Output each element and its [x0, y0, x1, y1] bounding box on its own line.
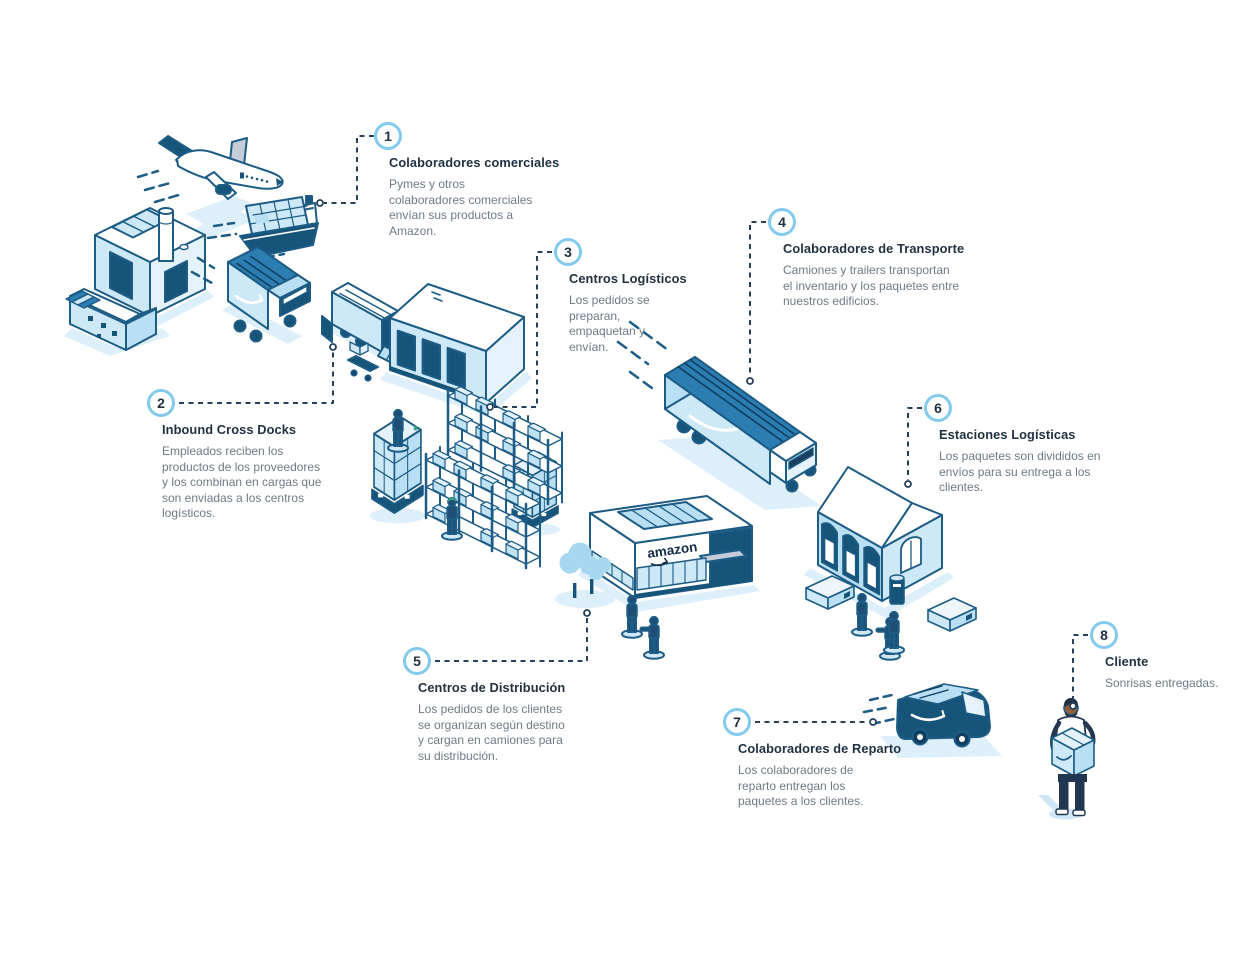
truck-speed-lines [190, 256, 216, 285]
step-2-description: Empleados reciben los productos de los p… [162, 444, 322, 520]
linehaul-truck-illustration [190, 246, 311, 344]
trees-illustration [555, 542, 615, 608]
step-8-title: Cliente [1105, 654, 1149, 669]
connector-2 [179, 351, 334, 404]
plane-windows [240, 172, 269, 183]
step-7-description: Los colaboradores de reparto entregan lo… [738, 763, 864, 808]
step-6-description: Los paquetes son divididos en envíos par… [939, 449, 1101, 494]
transport-speed-lines [616, 320, 670, 393]
step-3-number-badge: 3 [554, 238, 582, 266]
connector-1 [324, 135, 374, 204]
step-connectors [179, 135, 1088, 723]
step-4-description: Camiones y trailers transportan el inven… [783, 263, 960, 308]
amazon-logo: amazon [646, 539, 698, 567]
cross-dock-warehouse-illustration [380, 283, 532, 416]
connector-5 [435, 617, 588, 662]
step-1-description: Pymes y otros colaboradores comerciales … [389, 177, 533, 238]
step-5-number-badge: 5 [403, 647, 431, 675]
shelving-racks-illustration [387, 383, 562, 568]
step-6-title: Estaciones Logísticas [939, 427, 1076, 442]
connector-4 [749, 221, 766, 377]
delivery-van-illustration [862, 610, 1002, 758]
step-6-number-badge: 6 [924, 394, 952, 422]
cargo-ship-illustration [206, 195, 319, 262]
pedestrian-pointing [639, 615, 665, 660]
step-7-number-badge: 7 [723, 708, 751, 736]
mailbox [889, 574, 905, 605]
step-5-title: Centros de Distribución [418, 680, 566, 695]
luggage-cart [347, 341, 379, 382]
delivery-station-illustration [804, 466, 954, 618]
step-7-title: Colaboradores de Reparto [738, 741, 902, 756]
connector-endpoints [316, 199, 1077, 726]
shed-windows [88, 316, 117, 338]
step-2-number-badge: 2 [147, 389, 175, 417]
amazon-logo-text: amazon [646, 539, 698, 561]
step-5-description: Los pedidos de los clientes se organizan… [418, 702, 565, 763]
transport-truck-illustration [616, 320, 822, 510]
connector-8 [1072, 634, 1088, 702]
plane-speed-lines [136, 169, 184, 204]
connector-3 [494, 251, 552, 408]
step-3-title: Centros Logísticos [569, 271, 687, 286]
step-1-number-badge: 1 [374, 122, 402, 150]
warehouse-shed-illustration [64, 288, 170, 356]
step-3-description: Los pedidos se preparan, empaquetan y en… [569, 293, 650, 354]
connector-6 [907, 407, 922, 480]
step-8-description: Sonrisas entregadas. [1105, 676, 1219, 690]
step-4-title: Colaboradores de Transporte [783, 241, 965, 256]
factory-illustration [86, 207, 214, 330]
step-2-title: Inbound Cross Docks [162, 422, 297, 437]
cargo-plane-illustration [136, 135, 284, 240]
warehouse-worker-cap [441, 496, 463, 541]
customer-illustration [1038, 698, 1096, 820]
van-speed-lines [862, 693, 896, 726]
step-8-number-badge: 8 [1090, 621, 1118, 649]
step-4-number-badge: 4 [768, 208, 796, 236]
step-1-title: Colaboradores comerciales [389, 155, 560, 170]
